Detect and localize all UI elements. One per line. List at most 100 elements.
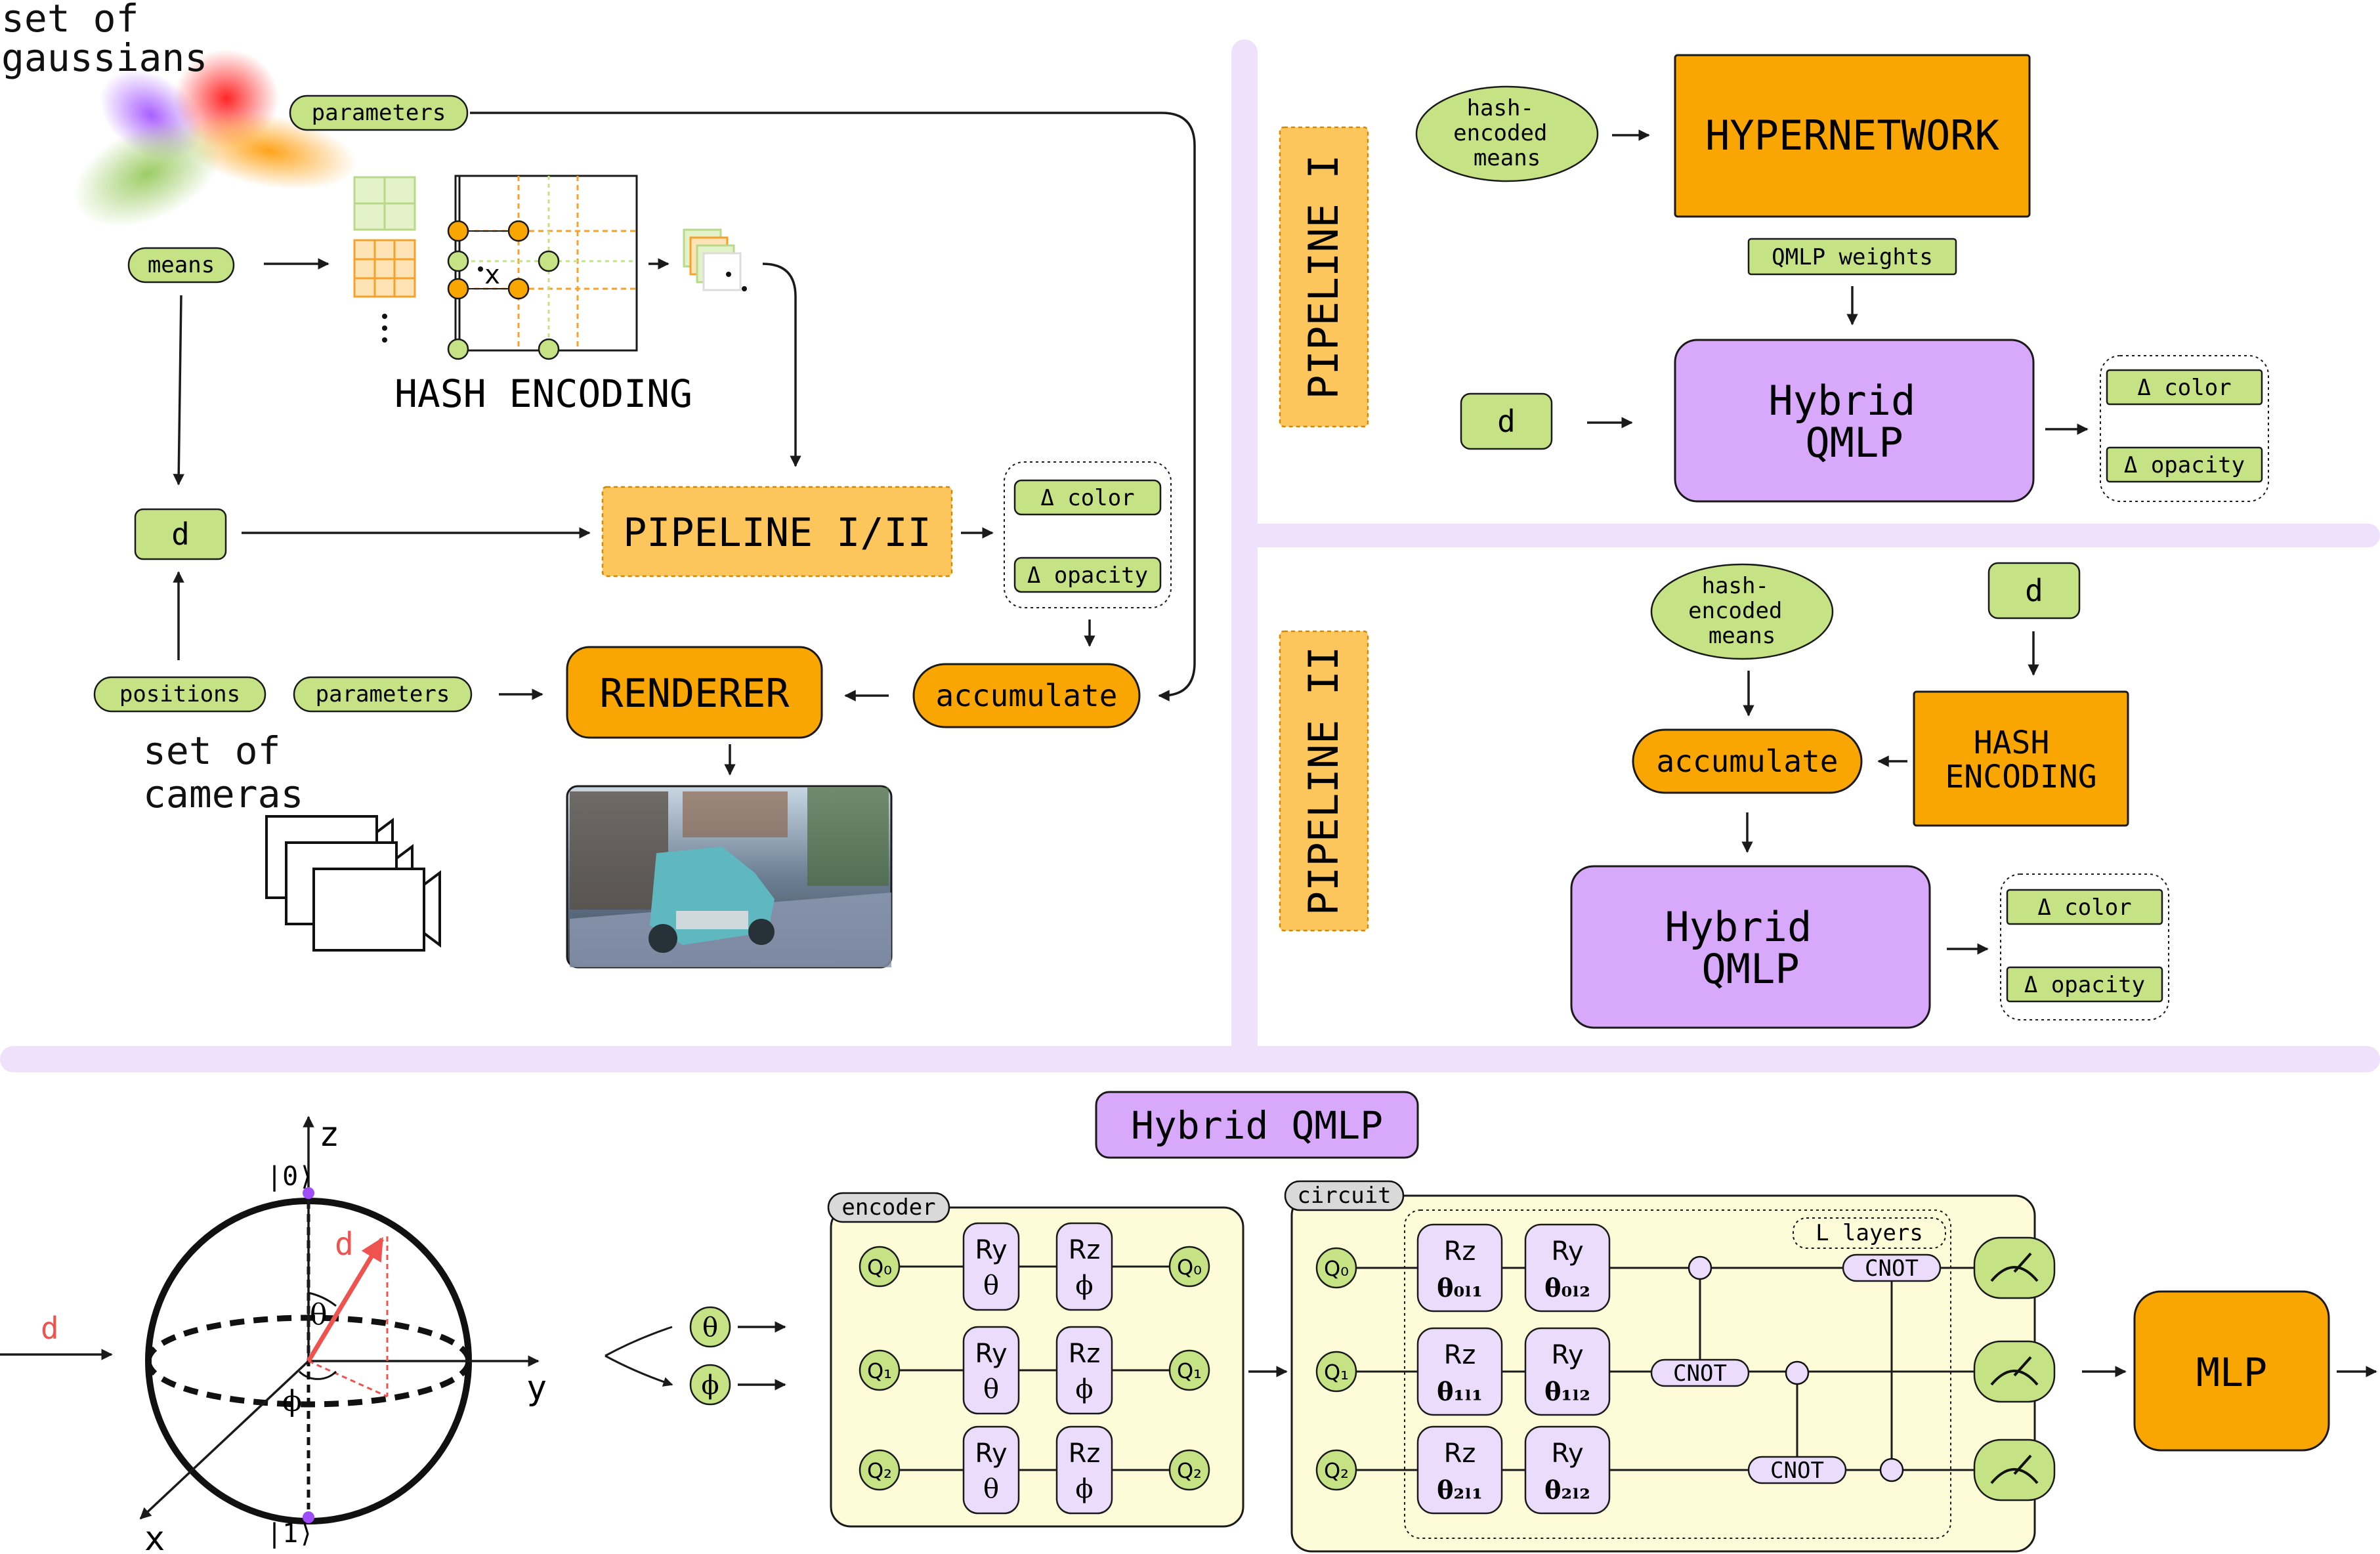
hash-grid-icon — [353, 175, 638, 360]
hash-encoding-title: HASH ENCODING — [394, 371, 692, 416]
pipeline-i-ii-label: PIPELINE I/II — [623, 510, 931, 556]
circuit-ry-gate — [1524, 1327, 1611, 1416]
bloch-axis-x: x — [144, 1519, 165, 1554]
hash-means-label-p2: hash- encoded means — [1688, 573, 1796, 649]
hypernetwork-label: HYPERNETWORK — [1705, 112, 2000, 159]
cnot-label: CNOT — [1770, 1458, 1824, 1484]
encoder-qubit-out-label: Q₂ — [1177, 1458, 1202, 1483]
d-label-p1: d — [1497, 404, 1516, 439]
encoder-ry-gate — [962, 1425, 1020, 1515]
bloch-ket0: |0⟩ — [266, 1162, 314, 1192]
measurement-icon — [1990, 1454, 2039, 1484]
d-box-p1 — [1460, 392, 1553, 450]
cnot-control — [1785, 1360, 1810, 1385]
hybrid-qmlp-box-p2 — [1570, 865, 1931, 1029]
measurement-icon — [1990, 1252, 2039, 1282]
encoder-ry-param: θ — [983, 1270, 999, 1301]
circuit-qubit-label: Q₁ — [1324, 1360, 1349, 1385]
hash-means-pill-p1 — [1415, 85, 1599, 182]
pipeline-i-ii-box — [601, 486, 953, 578]
d-label-p2: d — [2025, 573, 2043, 608]
cnot-label: CNOT — [1865, 1255, 1919, 1282]
hash-means-pill-p2 — [1650, 563, 1834, 660]
circuit-rz-param: θ₀ₗ₁ — [1437, 1273, 1483, 1303]
feature-stack-icon — [683, 228, 747, 291]
hybrid-qmlp-label-p1: Hybrid QMLP — [1768, 377, 1940, 467]
circuit-ry-label: Ry — [1551, 1438, 1583, 1469]
circuit-rz-label: Rz — [1444, 1340, 1476, 1370]
hash-encoding-box-p2 — [1913, 690, 2129, 827]
encoder-tag: encoder — [841, 1194, 935, 1221]
encoder-panel — [830, 1206, 1244, 1528]
encoder-qubit-out — [1168, 1246, 1210, 1288]
encoder-ry-label: Ry — [975, 1438, 1007, 1469]
pipeline-i-label: PIPELINE I — [1300, 154, 1348, 399]
mlp-label: MLP — [2196, 1350, 2267, 1396]
cnot-control — [1688, 1255, 1712, 1280]
mlp-box — [2133, 1290, 2330, 1452]
encoder-rz-param: ϕ — [1075, 1270, 1093, 1301]
phi-node — [689, 1364, 731, 1406]
parameters-top-label: parameters — [312, 100, 446, 126]
positions-pill — [93, 676, 266, 713]
means-label: means — [148, 252, 215, 278]
cameras-icon — [265, 815, 441, 952]
hash-x-mark: x — [484, 260, 500, 290]
circuit-rz-gate — [1416, 1327, 1503, 1416]
circuit-qubit — [1315, 1449, 1357, 1491]
pipeline-i-label-box — [1279, 126, 1369, 428]
encoder-rz-gate — [1055, 1326, 1113, 1415]
circuit-rz-gate — [1416, 1425, 1503, 1515]
hypernetwork-box — [1674, 54, 2031, 218]
encoder-qubit-in-label: Q₁ — [867, 1358, 892, 1383]
circuit-rz-gate — [1416, 1223, 1503, 1312]
vertical-divider — [1231, 39, 1258, 1063]
parameters-bottom-label: parameters — [316, 681, 450, 707]
encoder-ry-param: θ — [983, 1474, 999, 1504]
encoder-qubit-out-label: Q₀ — [1177, 1255, 1202, 1280]
encoder-rz-gate — [1055, 1222, 1113, 1311]
bloch-ket1: |1⟩ — [266, 1519, 314, 1549]
theta-node-label: θ — [702, 1312, 718, 1343]
means-pill — [127, 247, 235, 284]
encoder-qubit-out — [1168, 1449, 1210, 1491]
hybrid-qmlp-title: Hybrid QMLP — [1131, 1103, 1383, 1148]
encoder-rz-param: ϕ — [1075, 1374, 1093, 1404]
phi-node-label: ϕ — [701, 1370, 719, 1400]
encoder-rz-param: ϕ — [1075, 1474, 1093, 1504]
hybrid-qmlp-box-p1 — [1674, 339, 2035, 503]
cnot-label: CNOT — [1673, 1360, 1727, 1387]
delta-color-left: Δ color — [1040, 485, 1134, 511]
delta-color-p1: Δ color — [2137, 375, 2231, 401]
circuit-rz-label: Rz — [1444, 1438, 1476, 1469]
encoder-ry-label: Ry — [975, 1235, 1007, 1265]
pipeline-ii-label-box — [1279, 630, 1369, 932]
circuit-tag-box — [1284, 1180, 1405, 1211]
cnot-gate — [1747, 1456, 1847, 1484]
accumulate-box-p2 — [1632, 728, 1863, 794]
cnot-gate — [1650, 1358, 1750, 1387]
circuit-qubit-label: Q₂ — [1324, 1458, 1349, 1483]
horizontal-divider-bottom — [0, 1046, 2380, 1072]
circuit-ry-gate — [1524, 1425, 1611, 1515]
delta-opacity-p2: Δ opacity — [2024, 972, 2145, 998]
d-label-left: d — [171, 516, 190, 552]
encoder-qubit-out — [1168, 1349, 1210, 1391]
hybrid-qmlp-label-p2: Hybrid QMLP — [1665, 903, 1836, 993]
delta-opacity-p1: Δ opacity — [2124, 452, 2245, 478]
encoder-qubit-in — [859, 1349, 901, 1391]
rendered-truck-image — [566, 785, 893, 969]
encoder-ry-param: θ — [983, 1374, 999, 1404]
arrow-means-d — [173, 295, 184, 486]
encoder-tag-box — [827, 1192, 950, 1223]
bloch-axis-z: z — [319, 1115, 339, 1154]
bloch-vector-d: d — [335, 1226, 354, 1263]
d-box-p2 — [1987, 562, 2081, 620]
encoder-rz-label: Rz — [1069, 1235, 1101, 1265]
hybrid-qmlp-title-box — [1095, 1091, 1419, 1159]
qmlp-weights-box — [1747, 238, 1957, 276]
cnot-control — [1879, 1458, 1904, 1482]
layers-tag-box — [1793, 1217, 1946, 1249]
bloch-input-d: d — [41, 1311, 59, 1346]
bloch-phi: ϕ — [282, 1385, 302, 1418]
